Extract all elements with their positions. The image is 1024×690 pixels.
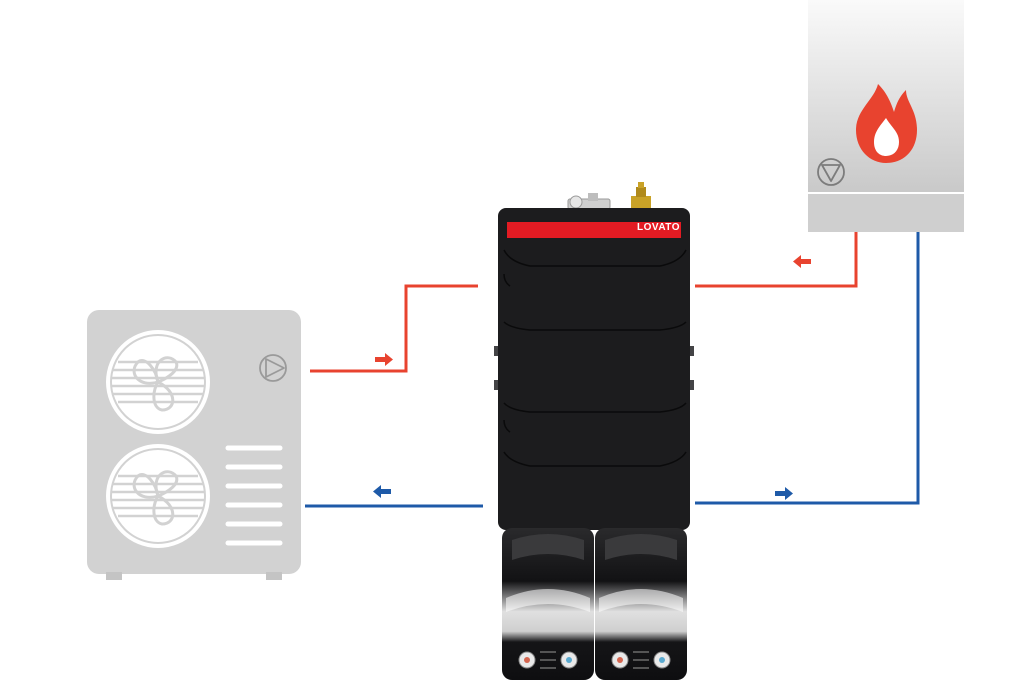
hydraulic-module xyxy=(494,182,694,680)
module-housing xyxy=(498,208,690,530)
return-pipes xyxy=(305,232,920,508)
heat-pump-grille xyxy=(225,445,283,546)
flow-arrow-icon xyxy=(375,353,393,366)
brand-band xyxy=(507,222,681,238)
heat-pump-supply-pipe xyxy=(310,284,478,373)
brand-logo-text: LOVATO xyxy=(637,222,680,233)
supply-pipes xyxy=(310,232,858,373)
flow-arrow-icon xyxy=(373,485,391,498)
top-fittings xyxy=(567,182,651,210)
heat-pump-foot-left xyxy=(106,572,122,580)
pump-group-right xyxy=(595,528,687,680)
triangle-down-pump-icon xyxy=(817,158,845,186)
boiler-unit xyxy=(808,0,964,232)
boiler-bottom-panel xyxy=(808,194,964,232)
heat-pump-fan-icon xyxy=(106,330,210,434)
heat-pump-foot-right xyxy=(266,572,282,580)
pump-group-left xyxy=(502,528,594,680)
heat-pump-unit xyxy=(87,310,301,580)
heat-pump-fan-icon xyxy=(106,444,210,548)
flow-arrow-icon xyxy=(775,487,793,500)
pump-icon xyxy=(259,354,287,382)
boiler-return-pipe xyxy=(695,232,920,505)
flow-arrow-icon xyxy=(793,255,811,268)
flame-icon xyxy=(856,84,917,163)
boiler-supply-pipe xyxy=(695,232,858,288)
